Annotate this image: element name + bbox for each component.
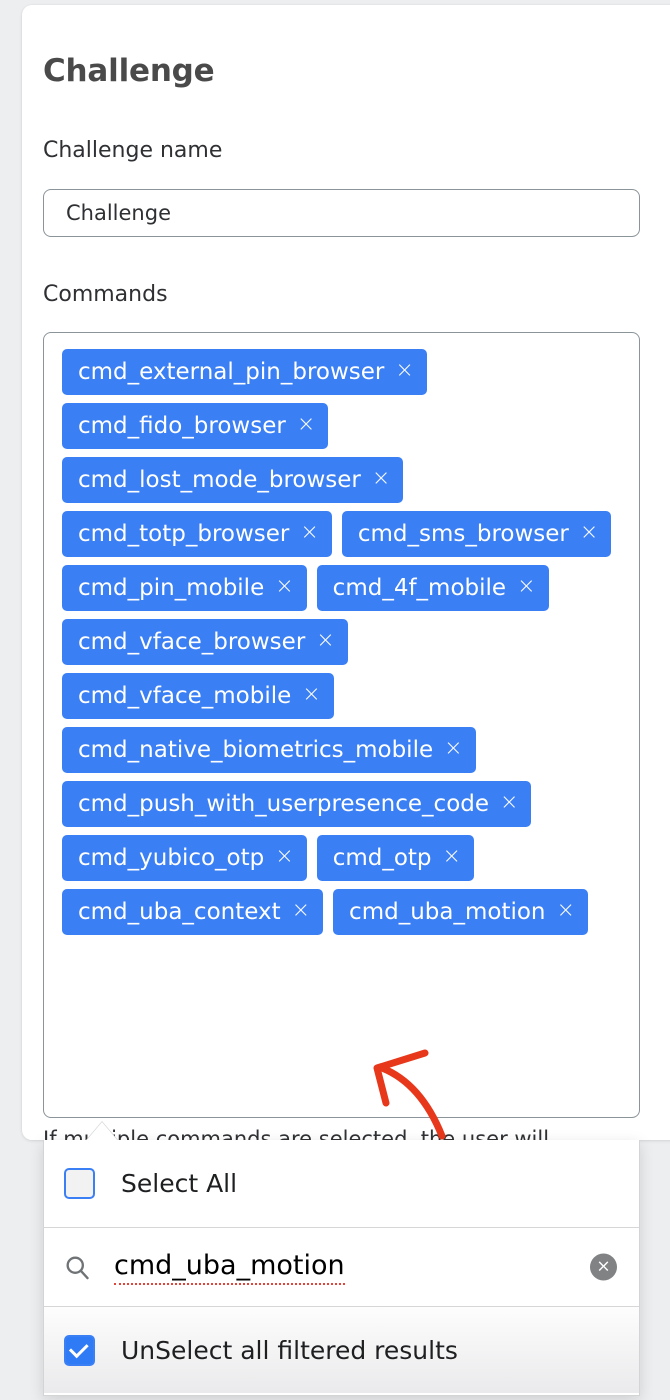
dropdown-row-unselect-filtered[interactable]: UnSelect all filtered results bbox=[44, 1307, 639, 1393]
command-chip[interactable]: cmd_push_with_userpresence_code × bbox=[62, 781, 532, 827]
command-chip-remove-icon[interactable]: × bbox=[579, 520, 599, 545]
dropdown-row-search[interactable]: cmd_uba_motion × bbox=[44, 1228, 639, 1307]
commands-multiselect[interactable]: cmd_external_pin_browser×cmd_fido_browse… bbox=[43, 332, 640, 1118]
dropdown-caret-icon bbox=[86, 1122, 118, 1141]
page-title: Challenge bbox=[43, 52, 215, 89]
command-chip[interactable]: cmd_uba_context × bbox=[62, 889, 324, 935]
command-chip-label: cmd_lost_mode_browser bbox=[78, 466, 361, 493]
command-chip-label: cmd_totp_browser bbox=[78, 520, 290, 547]
command-chip-remove-icon[interactable]: × bbox=[316, 628, 335, 653]
command-chip-remove-icon[interactable]: × bbox=[500, 790, 519, 815]
command-chip-remove-icon[interactable]: × bbox=[517, 574, 536, 599]
select-all-checkbox[interactable] bbox=[64, 1168, 95, 1199]
command-chip-remove-icon[interactable]: × bbox=[556, 898, 575, 923]
commands-label: Commands bbox=[43, 282, 168, 307]
command-chip-remove-icon[interactable]: × bbox=[444, 736, 463, 761]
command-chip-remove-icon[interactable]: × bbox=[296, 412, 316, 437]
dropdown-row-select-all[interactable]: Select All bbox=[44, 1140, 639, 1228]
command-chip-remove-icon[interactable]: × bbox=[275, 574, 294, 599]
command-chip-remove-icon[interactable]: × bbox=[442, 844, 461, 869]
command-chip-label: cmd_4f_mobile bbox=[332, 574, 507, 601]
challenge-name-label: Challenge name bbox=[43, 138, 223, 163]
command-chip[interactable]: cmd_uba_motion × bbox=[333, 889, 588, 935]
command-chip[interactable]: cmd_sms_browser × bbox=[341, 511, 612, 557]
unselect-filtered-checkbox[interactable] bbox=[64, 1334, 95, 1366]
command-chip-label: cmd_push_with_userpresence_code bbox=[78, 790, 490, 817]
command-chip[interactable]: cmd_fido_browser × bbox=[62, 403, 329, 449]
command-chip-remove-icon[interactable]: × bbox=[371, 466, 391, 491]
command-chip-label: cmd_vface_browser bbox=[78, 628, 306, 655]
command-chip-label: cmd_sms_browser bbox=[357, 520, 569, 547]
search-icon bbox=[62, 1252, 92, 1282]
command-chip[interactable]: cmd_vface_mobile × bbox=[62, 673, 334, 719]
command-chip-label: cmd_fido_browser bbox=[78, 412, 286, 439]
command-chip-label: cmd_yubico_otp bbox=[78, 844, 265, 871]
command-chip-label: cmd_external_pin_browser bbox=[78, 358, 385, 385]
command-chip-remove-icon[interactable]: × bbox=[302, 682, 321, 707]
commands-dropdown-panel: Select All cmd_uba_motion × UnSelect all… bbox=[43, 1140, 640, 1396]
search-clear-icon[interactable]: × bbox=[590, 1253, 617, 1281]
command-chip[interactable]: cmd_vface_browser × bbox=[62, 619, 348, 665]
command-chip-label: cmd_native_biometrics_mobile bbox=[78, 736, 434, 763]
page-gutter bbox=[0, 0, 22, 1400]
command-chip-label: cmd_pin_mobile bbox=[78, 574, 265, 601]
search-input[interactable]: cmd_uba_motion bbox=[114, 1250, 639, 1285]
command-chip-label: cmd_otp bbox=[332, 844, 432, 871]
command-chip-remove-icon[interactable]: × bbox=[291, 898, 311, 923]
command-chip[interactable]: cmd_totp_browser × bbox=[62, 511, 332, 557]
unselect-filtered-label: UnSelect all filtered results bbox=[121, 1335, 458, 1365]
command-chip-label: cmd_uba_context bbox=[78, 898, 281, 925]
command-chip[interactable]: cmd_4f_mobile × bbox=[316, 565, 549, 611]
command-chip-remove-icon[interactable]: × bbox=[300, 520, 319, 545]
command-chip-label: cmd_vface_mobile bbox=[78, 682, 292, 709]
command-chip[interactable]: cmd_pin_mobile × bbox=[62, 565, 307, 611]
command-chip[interactable]: cmd_yubico_otp × bbox=[62, 835, 307, 881]
command-chip[interactable]: cmd_lost_mode_browser × bbox=[62, 457, 404, 503]
select-all-label: Select All bbox=[121, 1169, 238, 1198]
challenge-name-input[interactable] bbox=[43, 189, 640, 237]
command-chip-label: cmd_uba_motion bbox=[349, 898, 546, 925]
search-input-value: cmd_uba_motion bbox=[114, 1250, 345, 1285]
command-chip-remove-icon[interactable]: × bbox=[395, 358, 414, 383]
commands-chip-list: cmd_external_pin_browser×cmd_fido_browse… bbox=[62, 349, 627, 935]
command-chip[interactable]: cmd_otp × bbox=[316, 835, 474, 881]
command-chip-remove-icon[interactable]: × bbox=[275, 844, 294, 869]
command-chip[interactable]: cmd_external_pin_browser × bbox=[62, 349, 427, 395]
command-chip[interactable]: cmd_native_biometrics_mobile × bbox=[62, 727, 476, 773]
